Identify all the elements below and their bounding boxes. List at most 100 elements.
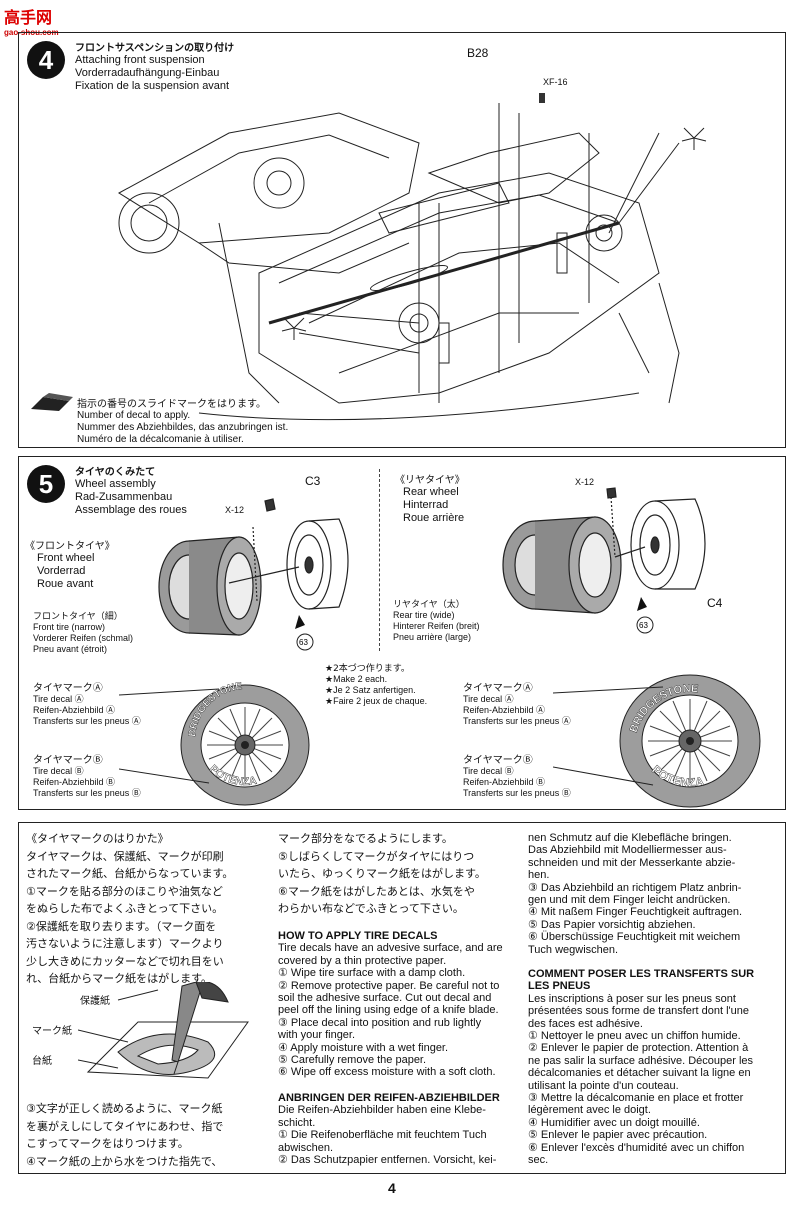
fr-instruction-line: ⑤ Enlever le papier avec précaution. xyxy=(528,1129,708,1142)
step4-title-en: Attaching front suspension xyxy=(75,54,205,66)
en-instruction-line: ⑤ Carefully remove the paper. xyxy=(278,1054,427,1067)
ja-instruction-line: 少し大きめにカッターなどで切れ目をい xyxy=(26,954,224,968)
fr-instruction-line: présentées sous forme de transfert dont … xyxy=(528,1005,750,1018)
rear-tire-finished-diagram: BRIDGESTONE POTENZA xyxy=(619,674,761,808)
ja-instructions-col1-bottom: ③文字が正しく読めるように、マーク紙 を裏がえしにしてタイヤにあわせ、指で こす… xyxy=(26,1100,270,1170)
ja-instruction-line: タイヤマークは、保護紙、マークが印刷 xyxy=(26,849,224,863)
decal-note-de: Nummer des Abziehbildes, das anzubringen… xyxy=(77,422,289,433)
fr-instructions-header: LES PNEUS xyxy=(528,980,591,993)
front-decal-a-de: Reifen-Abziehbild Ⓐ xyxy=(33,705,116,715)
rear-decal-b-label: タイヤマークⒷ Tire decal Ⓑ Reifen-Abziehbild Ⓑ… xyxy=(463,751,571,799)
step4-title-ja: フロントサスペンションの取り付け xyxy=(75,43,235,54)
rear-wheel-header-de: Hinterrad xyxy=(403,499,449,511)
rear-decal-b-en: Tire decal Ⓑ xyxy=(463,766,514,776)
step5-panel: 5 タイヤのくみたて Wheel assembly Rad-Zusammenba… xyxy=(18,456,786,810)
rear-wheel-header-en: Rear wheel xyxy=(403,486,459,498)
rear-tire-en: Rear tire (wide) xyxy=(393,610,455,620)
decal-note-en: Number of decal to apply. xyxy=(77,410,191,421)
rear-wheel-header-ja: 《リヤタイヤ》 xyxy=(395,475,465,486)
rear-tire-ja: リヤタイヤ（太） xyxy=(393,600,465,610)
ja-instruction-line: れ、台紙からマーク紙をはがします。 xyxy=(26,972,213,985)
de-instruction-line: schicht. xyxy=(278,1116,316,1129)
front-decal-b-ja: タイヤマークⒷ xyxy=(33,755,103,766)
front-wheel-header-ja: 《フロントタイヤ》 xyxy=(25,541,115,552)
ja-instructions-col2: マーク部分をなでるようにします。 ⑤しばらくしてマークがタイヤにはりつ いたら、… xyxy=(278,830,518,918)
fr-instructions: COMMENT POSER LES TRANSFERTS SUR LES PNE… xyxy=(528,968,782,1167)
ja-instructions-header: 《タイヤマークのはりかた》 xyxy=(26,832,169,845)
front-wheel-header: 《フロントタイヤ》 Front wheel Vorderrad Roue ava… xyxy=(25,537,115,591)
step5-title-en: Wheel assembly xyxy=(75,478,156,490)
front-tire-de: Vorderer Reifen (schmal) xyxy=(33,633,134,643)
ja-instruction-line: ③文字が正しく読めるように、マーク紙 xyxy=(26,1102,223,1115)
front-tire-fr: Pneu avant (étroit) xyxy=(33,644,108,654)
ja-instruction-line: されたマーク紙、台紙からなっています。 xyxy=(26,867,234,880)
rear-decal-a-ja: タイヤマークⒶ xyxy=(463,683,533,694)
part-label-x12-front: X-12 xyxy=(225,505,245,515)
step5-title-de: Rad-Zusammenbau xyxy=(75,491,173,503)
de-instruction-line: ① Die Reifenoberfläche mit feuchtem Tuch xyxy=(278,1129,487,1142)
rear-wheel-exploded-diagram: 63 xyxy=(502,487,706,634)
make-two-ja: ★2本づつ作ります。 xyxy=(325,664,410,674)
front-wheel-header-en: Front wheel xyxy=(37,552,95,564)
rear-decal-a-fr: Transferts sur les pneus Ⓐ xyxy=(463,716,571,726)
en-instruction-line: peel off the lining using edge of a knif… xyxy=(278,1004,499,1017)
rear-decal-leader-lines xyxy=(553,686,664,786)
front-decal-a-en: Tire decal Ⓐ xyxy=(33,694,84,704)
fr-instruction-line: ④ Humidifier avec un doigt mouillé. xyxy=(528,1116,700,1129)
decal-arrow-icon xyxy=(31,393,73,411)
step5-title-fr: Assemblage des roues xyxy=(75,504,187,516)
de-instruction-line: ④ Mit naßem Finger Feuchtigkeit auftrage… xyxy=(528,906,743,919)
rear-decal-a-en: Tire decal Ⓐ xyxy=(463,694,514,704)
en-instruction-line: Tire decals have an advesive surface, an… xyxy=(278,942,503,955)
diagram-label-protect: 保護紙 xyxy=(80,996,110,1007)
ja-instruction-line: こすってマークをはりつけます。 xyxy=(26,1137,189,1150)
de-instruction-line: schneiden und mit der Messerkante abzie- xyxy=(528,856,736,869)
de-instruction-line: ③ Das Abziehbild an richtigem Platz anbr… xyxy=(528,881,742,894)
front-decal-a-ja: タイヤマークⒶ xyxy=(33,683,103,694)
rear-tire-fr: Pneu arrière (large) xyxy=(393,632,472,642)
decal-note-ja: 指示の番号のスライドマークをはります。 xyxy=(77,399,266,410)
front-decal-b-label: タイヤマークⒷ Tire decal Ⓑ Reifen-Abziehbild Ⓑ… xyxy=(33,751,141,799)
fr-instruction-line: utilisant la pointe d'un couteau. xyxy=(528,1079,679,1092)
fr-instruction-line: ① Nettoyer le pneu avec un chiffon humid… xyxy=(528,1030,741,1043)
de-instruction-line: ② Das Schutzpapier entfernen. Vorsicht, … xyxy=(278,1154,497,1167)
fr-instruction-line: ③ Mettre la décalcomanie en place et fro… xyxy=(528,1092,744,1105)
front-wheel-header-de: Vorderrad xyxy=(37,565,86,577)
de-instruction-line: ⑥ Überschüssige Feuchtigkeit mit weichem xyxy=(528,931,741,944)
part-label-c3: C3 xyxy=(305,474,321,488)
ja-instructions-col1: 《タイヤマークのはりかた》 タイヤマークは、保護紙、マークが印刷 されたマーク紙… xyxy=(26,830,270,988)
step4-panel: 4 フロントサスペンションの取り付け Attaching front suspe… xyxy=(18,32,786,448)
step5-title: タイヤのくみたて Wheel assembly Rad-Zusammenbau … xyxy=(75,463,187,517)
front-wheel-header-fr: Roue avant xyxy=(37,578,94,590)
diagram-label-base: 台紙 xyxy=(32,1056,52,1067)
front-decal-b-de: Reifen-Abziehbild Ⓑ xyxy=(33,777,116,787)
ja-instruction-line: ①マークを貼る部分のほこりや油気など xyxy=(26,884,223,898)
ja-instruction-line: ④マーク紙の上から水をつけた指先で、 xyxy=(26,1154,223,1168)
en-instruction-line: ④ Apply moisture with a wet finger. xyxy=(278,1041,449,1054)
part-label-b28: B28 xyxy=(467,46,489,60)
en-instruction-line: ① Wipe tire surface with a damp cloth. xyxy=(278,967,466,980)
fr-instruction-line: décalcomanies et détacher suivant la lig… xyxy=(528,1067,751,1080)
page-number: 4 xyxy=(388,1180,396,1196)
de-instruction-line: ⑤ Das Papier vorsichtig abziehen. xyxy=(528,918,696,931)
step5-number: 5 xyxy=(27,465,65,503)
de-instructions-cont: nen Schmutz auf die Klebefläche bringen.… xyxy=(528,832,782,956)
en-instruction-line: ② Remove protective paper. Be careful no… xyxy=(278,979,500,992)
front-decal-b-fr: Transferts sur les pneus Ⓑ xyxy=(33,788,141,798)
rear-decal-b-de: Reifen-Abziehbild Ⓑ xyxy=(463,777,546,787)
de-instruction-line: hen. xyxy=(528,869,550,882)
decal-note-fr: Numéro de la décalcomanie à utiliser. xyxy=(77,434,244,445)
step4-number: 4 xyxy=(27,41,65,79)
front-tire-note: フロントタイヤ（細） Front tire (narrow) Vorderer … xyxy=(33,609,133,655)
ja-instruction-line: いたら、ゆっくりマーク紙をはがします。 xyxy=(278,867,486,880)
make-two-en: ★Make 2 each. xyxy=(325,674,388,684)
ja-instruction-line: 汚さないように注意します）マークより xyxy=(26,937,224,950)
en-instruction-line: ③ Place decal into position and rub ligh… xyxy=(278,1016,482,1029)
fr-instruction-line: des faces est adhésive. xyxy=(528,1017,643,1030)
ja-instruction-line: ②保護紙を取り去ります。（マーク面を xyxy=(26,919,217,933)
fr-instructions-header: COMMENT POSER LES TRANSFERTS SUR xyxy=(528,968,755,980)
front-tire-ja: フロントタイヤ（細） xyxy=(33,612,123,622)
part-label-c4: C4 xyxy=(707,596,723,610)
fr-instruction-line: ⑥ Enlever l'excès d'humidité avec un chi… xyxy=(528,1141,745,1154)
step5-title-ja: タイヤのくみたて xyxy=(75,467,156,478)
